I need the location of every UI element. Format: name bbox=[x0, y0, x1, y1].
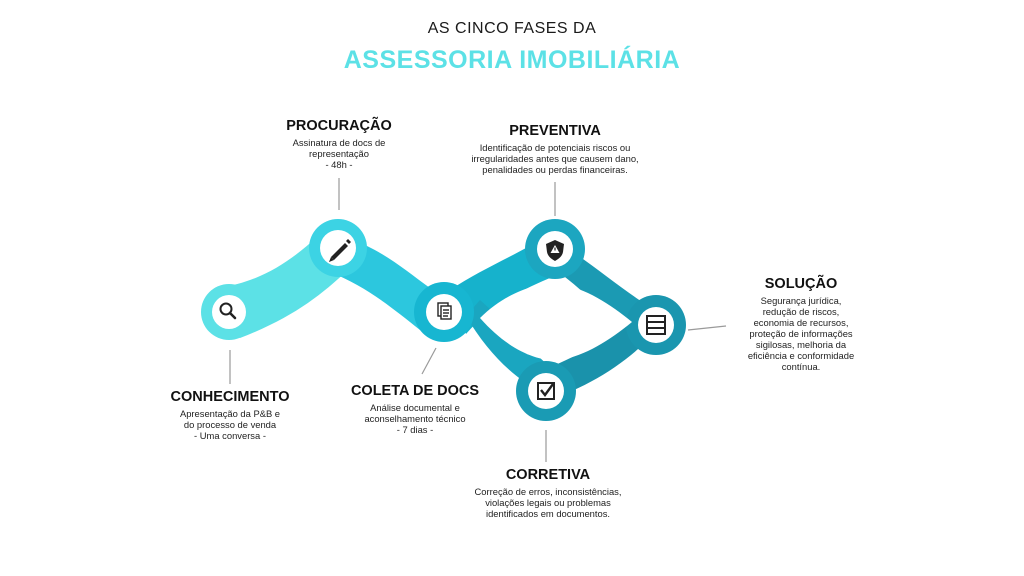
phase-title: CORRETIVA bbox=[505, 467, 591, 483]
phase-description: Segurança jurídica, redução de riscos, e… bbox=[747, 295, 855, 372]
phase-description: Correção de erros, inconsistências, viol… bbox=[474, 486, 622, 519]
chain-hole bbox=[480, 283, 632, 361]
phase-coleta: COLETA DE DOCS Análise documental e acon… bbox=[342, 383, 488, 435]
node-disc-corretiva bbox=[528, 373, 564, 409]
phase-corretiva: CORRETIVA Correção de erros, inconsistên… bbox=[448, 467, 648, 519]
connector-solucao bbox=[687, 325, 727, 331]
phase-description: Análise documental e aconselhamento técn… bbox=[364, 402, 466, 435]
phase-title: PROCURAÇÃO bbox=[286, 118, 392, 134]
phase-description: Apresentação da P&B e do processo de ven… bbox=[179, 408, 281, 441]
phase-solucao: SOLUÇÃO Segurança jurídica, redução de r… bbox=[726, 276, 876, 372]
node-disc-solucao bbox=[638, 307, 674, 343]
phase-preventiva: PREVENTIVA Identificação de potenciais r… bbox=[444, 123, 666, 175]
documents-icon bbox=[437, 302, 452, 320]
phase-title: COLETA DE DOCS bbox=[350, 383, 480, 399]
connector-coleta bbox=[421, 347, 437, 375]
checkbox-icon bbox=[537, 382, 555, 400]
connector-lines bbox=[229, 178, 727, 462]
phase-description: Assinatura de docs de representação - 48… bbox=[292, 137, 386, 170]
phase-conhecimento: CONHECIMENTO Apresentação da P&B e do pr… bbox=[160, 389, 300, 441]
magnifier-icon bbox=[219, 302, 237, 320]
node-disc-conhecimento bbox=[212, 295, 246, 329]
process-chain bbox=[201, 219, 686, 421]
node-disc-procuracao bbox=[320, 230, 356, 266]
phase-description: Identificação de potenciais riscos ou ir… bbox=[471, 142, 639, 175]
phase-title: CONHECIMENTO bbox=[170, 389, 290, 405]
phase-title: PREVENTIVA bbox=[509, 123, 601, 139]
page-title-line2: ASSESSORIA IMOBILIÁRIA bbox=[343, 46, 681, 74]
list-icon bbox=[646, 315, 666, 335]
warning-shield-icon bbox=[546, 240, 564, 261]
phase-procuracao: PROCURAÇÃO Assinatura de docs de represe… bbox=[266, 118, 412, 170]
pencil-icon bbox=[329, 239, 351, 262]
page-title-line1: AS CINCO FASES DA bbox=[427, 20, 597, 37]
phase-title: SOLUÇÃO bbox=[764, 276, 838, 292]
